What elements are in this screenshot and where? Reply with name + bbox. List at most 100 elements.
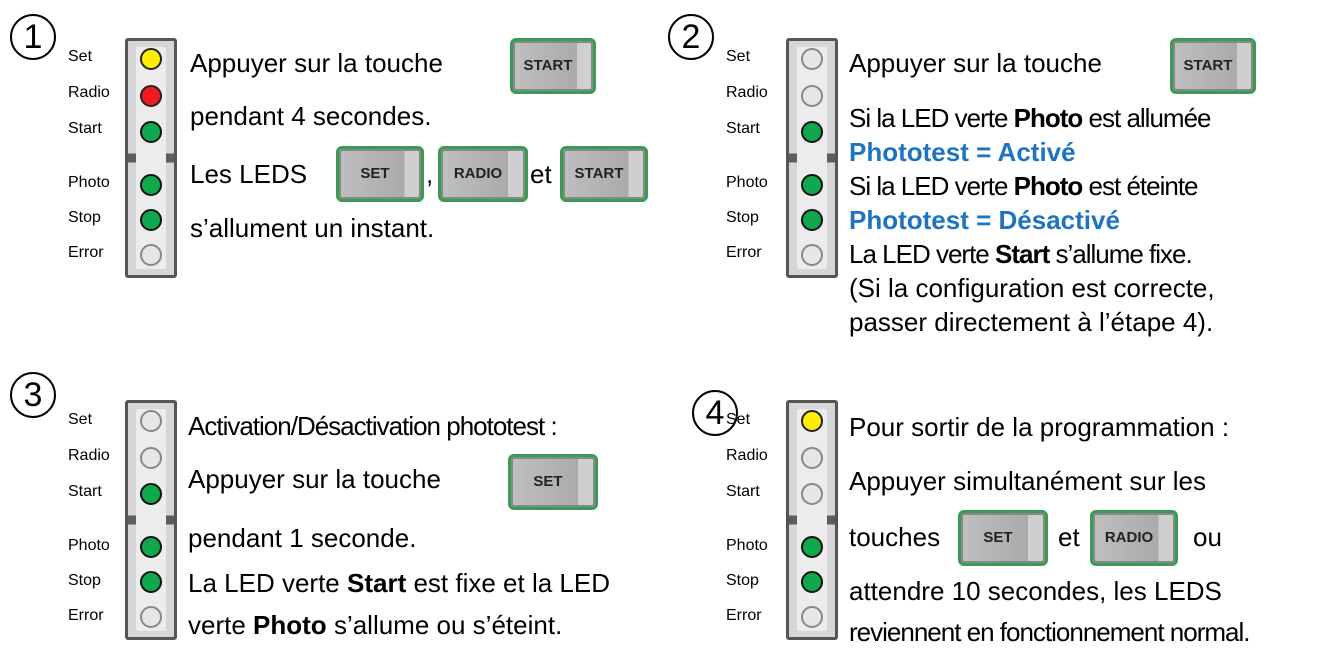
text-fragment: Si la LED verte xyxy=(849,171,1008,201)
step-number-badge: 3 xyxy=(10,372,56,418)
led-label-set: Set xyxy=(68,48,93,65)
instruction-line: reviennent en fonctionnement normal. xyxy=(849,617,1250,647)
instruction-line: La LED verte Start est fixe et la LED xyxy=(188,568,610,598)
set-key[interactable]: SET xyxy=(508,454,598,510)
conjunction-text: et xyxy=(1058,522,1080,552)
radio-key[interactable]: RADIO xyxy=(1090,510,1178,566)
led-radio xyxy=(140,85,162,107)
led-label-set: Set xyxy=(68,411,93,428)
step-number-badge: 1 xyxy=(10,14,56,60)
step-number-badge: 2 xyxy=(668,14,714,60)
led-start xyxy=(801,121,823,143)
set-key[interactable]: SET xyxy=(336,146,424,202)
led-label-photo: Photo xyxy=(726,537,768,554)
led-label-stop: Stop xyxy=(726,209,759,226)
radio-key[interactable]: RADIO xyxy=(438,146,528,202)
led-radio xyxy=(801,447,823,469)
led-label-photo: Photo xyxy=(726,174,768,191)
text-fragment: verte xyxy=(188,610,246,640)
led-photo xyxy=(801,174,823,196)
instruction-line: Appuyer sur la touche xyxy=(849,48,1102,78)
led-label-stop: Stop xyxy=(68,572,101,589)
instruction-line: Activation/Désactivation phototest : xyxy=(188,411,558,441)
start-key[interactable]: START xyxy=(1170,38,1256,94)
instruction-line: Si la LED verte Photo est allumée xyxy=(849,103,1211,133)
set-key[interactable]: SET xyxy=(958,510,1048,566)
led-label-photo: Photo xyxy=(68,174,110,191)
led-panel xyxy=(786,38,838,278)
text-fragment: est allumée xyxy=(1088,103,1212,133)
led-error xyxy=(801,606,823,628)
led-photo xyxy=(140,174,162,196)
instruction-line: pendant 1 seconde. xyxy=(188,523,417,553)
step-1: 1 Set Radio Start Photo Stop Error Appuy… xyxy=(0,0,668,324)
led-stop xyxy=(140,571,162,593)
conjunction-text: et xyxy=(530,159,552,189)
instruction-line: Si la LED verte Photo est éteinte xyxy=(849,171,1199,201)
led-photo xyxy=(140,536,162,558)
led-label-radio: Radio xyxy=(726,84,768,101)
led-panel xyxy=(125,38,177,278)
led-label-stop: Stop xyxy=(68,209,101,226)
led-error xyxy=(140,606,162,628)
instruction-line: ou xyxy=(1193,522,1222,552)
start-key[interactable]: START xyxy=(510,38,596,94)
step-4: 4 Set Radio Start Photo Stop Error Pour … xyxy=(668,390,1337,648)
text-fragment: est fixe et la LED xyxy=(413,568,611,598)
led-set xyxy=(801,410,823,432)
led-label-error: Error xyxy=(726,244,762,261)
led-radio xyxy=(140,447,162,469)
phototest-deactivated-status: Phototest = Désactivé xyxy=(849,205,1120,235)
led-label-radio: Radio xyxy=(68,84,110,101)
led-label-radio: Radio xyxy=(726,447,768,464)
led-label-photo: Photo xyxy=(68,537,110,554)
led-stop xyxy=(140,209,162,231)
photo-led-name: Photo xyxy=(1013,103,1084,133)
instruction-line: touches xyxy=(849,522,941,552)
text-fragment: La LED verte xyxy=(188,568,340,598)
instruction-line: Pour sortir de la programmation : xyxy=(849,412,1230,442)
phototest-activated-status: Phototest = Activé xyxy=(849,137,1076,167)
instruction-line: pendant 4 secondes. xyxy=(190,101,432,131)
led-set xyxy=(801,48,823,70)
separator-comma: , xyxy=(426,159,434,189)
led-label-set: Set xyxy=(726,411,751,428)
instruction-line: Les LEDS xyxy=(190,159,308,189)
text-fragment: Si la LED verte xyxy=(849,103,1008,133)
led-start xyxy=(801,483,823,505)
instruction-line: verte Photo s’allume ou s’éteint. xyxy=(188,610,562,640)
instruction-line: passer directement à l’étape 4). xyxy=(849,307,1214,337)
photo-led-name: Photo xyxy=(253,610,327,640)
led-label-set: Set xyxy=(726,48,751,65)
led-error xyxy=(140,244,162,266)
led-label-radio: Radio xyxy=(68,447,110,464)
instruction-line: Appuyer simultanément sur les xyxy=(849,466,1206,496)
instruction-line: Appuyer sur la touche xyxy=(190,48,443,78)
instruction-line: Appuyer sur la touche xyxy=(188,464,441,494)
text-fragment: s’allume fixe. xyxy=(1055,239,1192,269)
led-label-start: Start xyxy=(726,120,760,137)
start-led-name: Start xyxy=(994,239,1050,269)
step-3: 3 Set Radio Start Photo Stop Error Activ… xyxy=(0,360,668,648)
led-label-error: Error xyxy=(68,244,104,261)
led-start xyxy=(140,483,162,505)
led-error xyxy=(801,244,823,266)
led-set xyxy=(140,410,162,432)
instruction-line: La LED verte Start s’allume fixe. xyxy=(849,239,1193,269)
step-2: 2 Set Radio Start Photo Stop Error Appuy… xyxy=(668,0,1337,390)
led-stop xyxy=(801,571,823,593)
led-label-start: Start xyxy=(726,483,760,500)
led-panel xyxy=(125,400,177,640)
photo-led-name: Photo xyxy=(1013,171,1084,201)
led-label-error: Error xyxy=(726,607,762,624)
led-stop xyxy=(801,209,823,231)
instruction-line: s’allument un instant. xyxy=(190,213,435,243)
start-key[interactable]: START xyxy=(560,146,648,202)
text-fragment: s’allume ou s’éteint. xyxy=(333,610,563,640)
led-label-stop: Stop xyxy=(726,572,759,589)
led-start xyxy=(140,121,162,143)
led-label-error: Error xyxy=(68,607,104,624)
led-label-start: Start xyxy=(68,483,102,500)
led-set xyxy=(140,48,162,70)
step-number-badge: 4 xyxy=(692,390,738,436)
